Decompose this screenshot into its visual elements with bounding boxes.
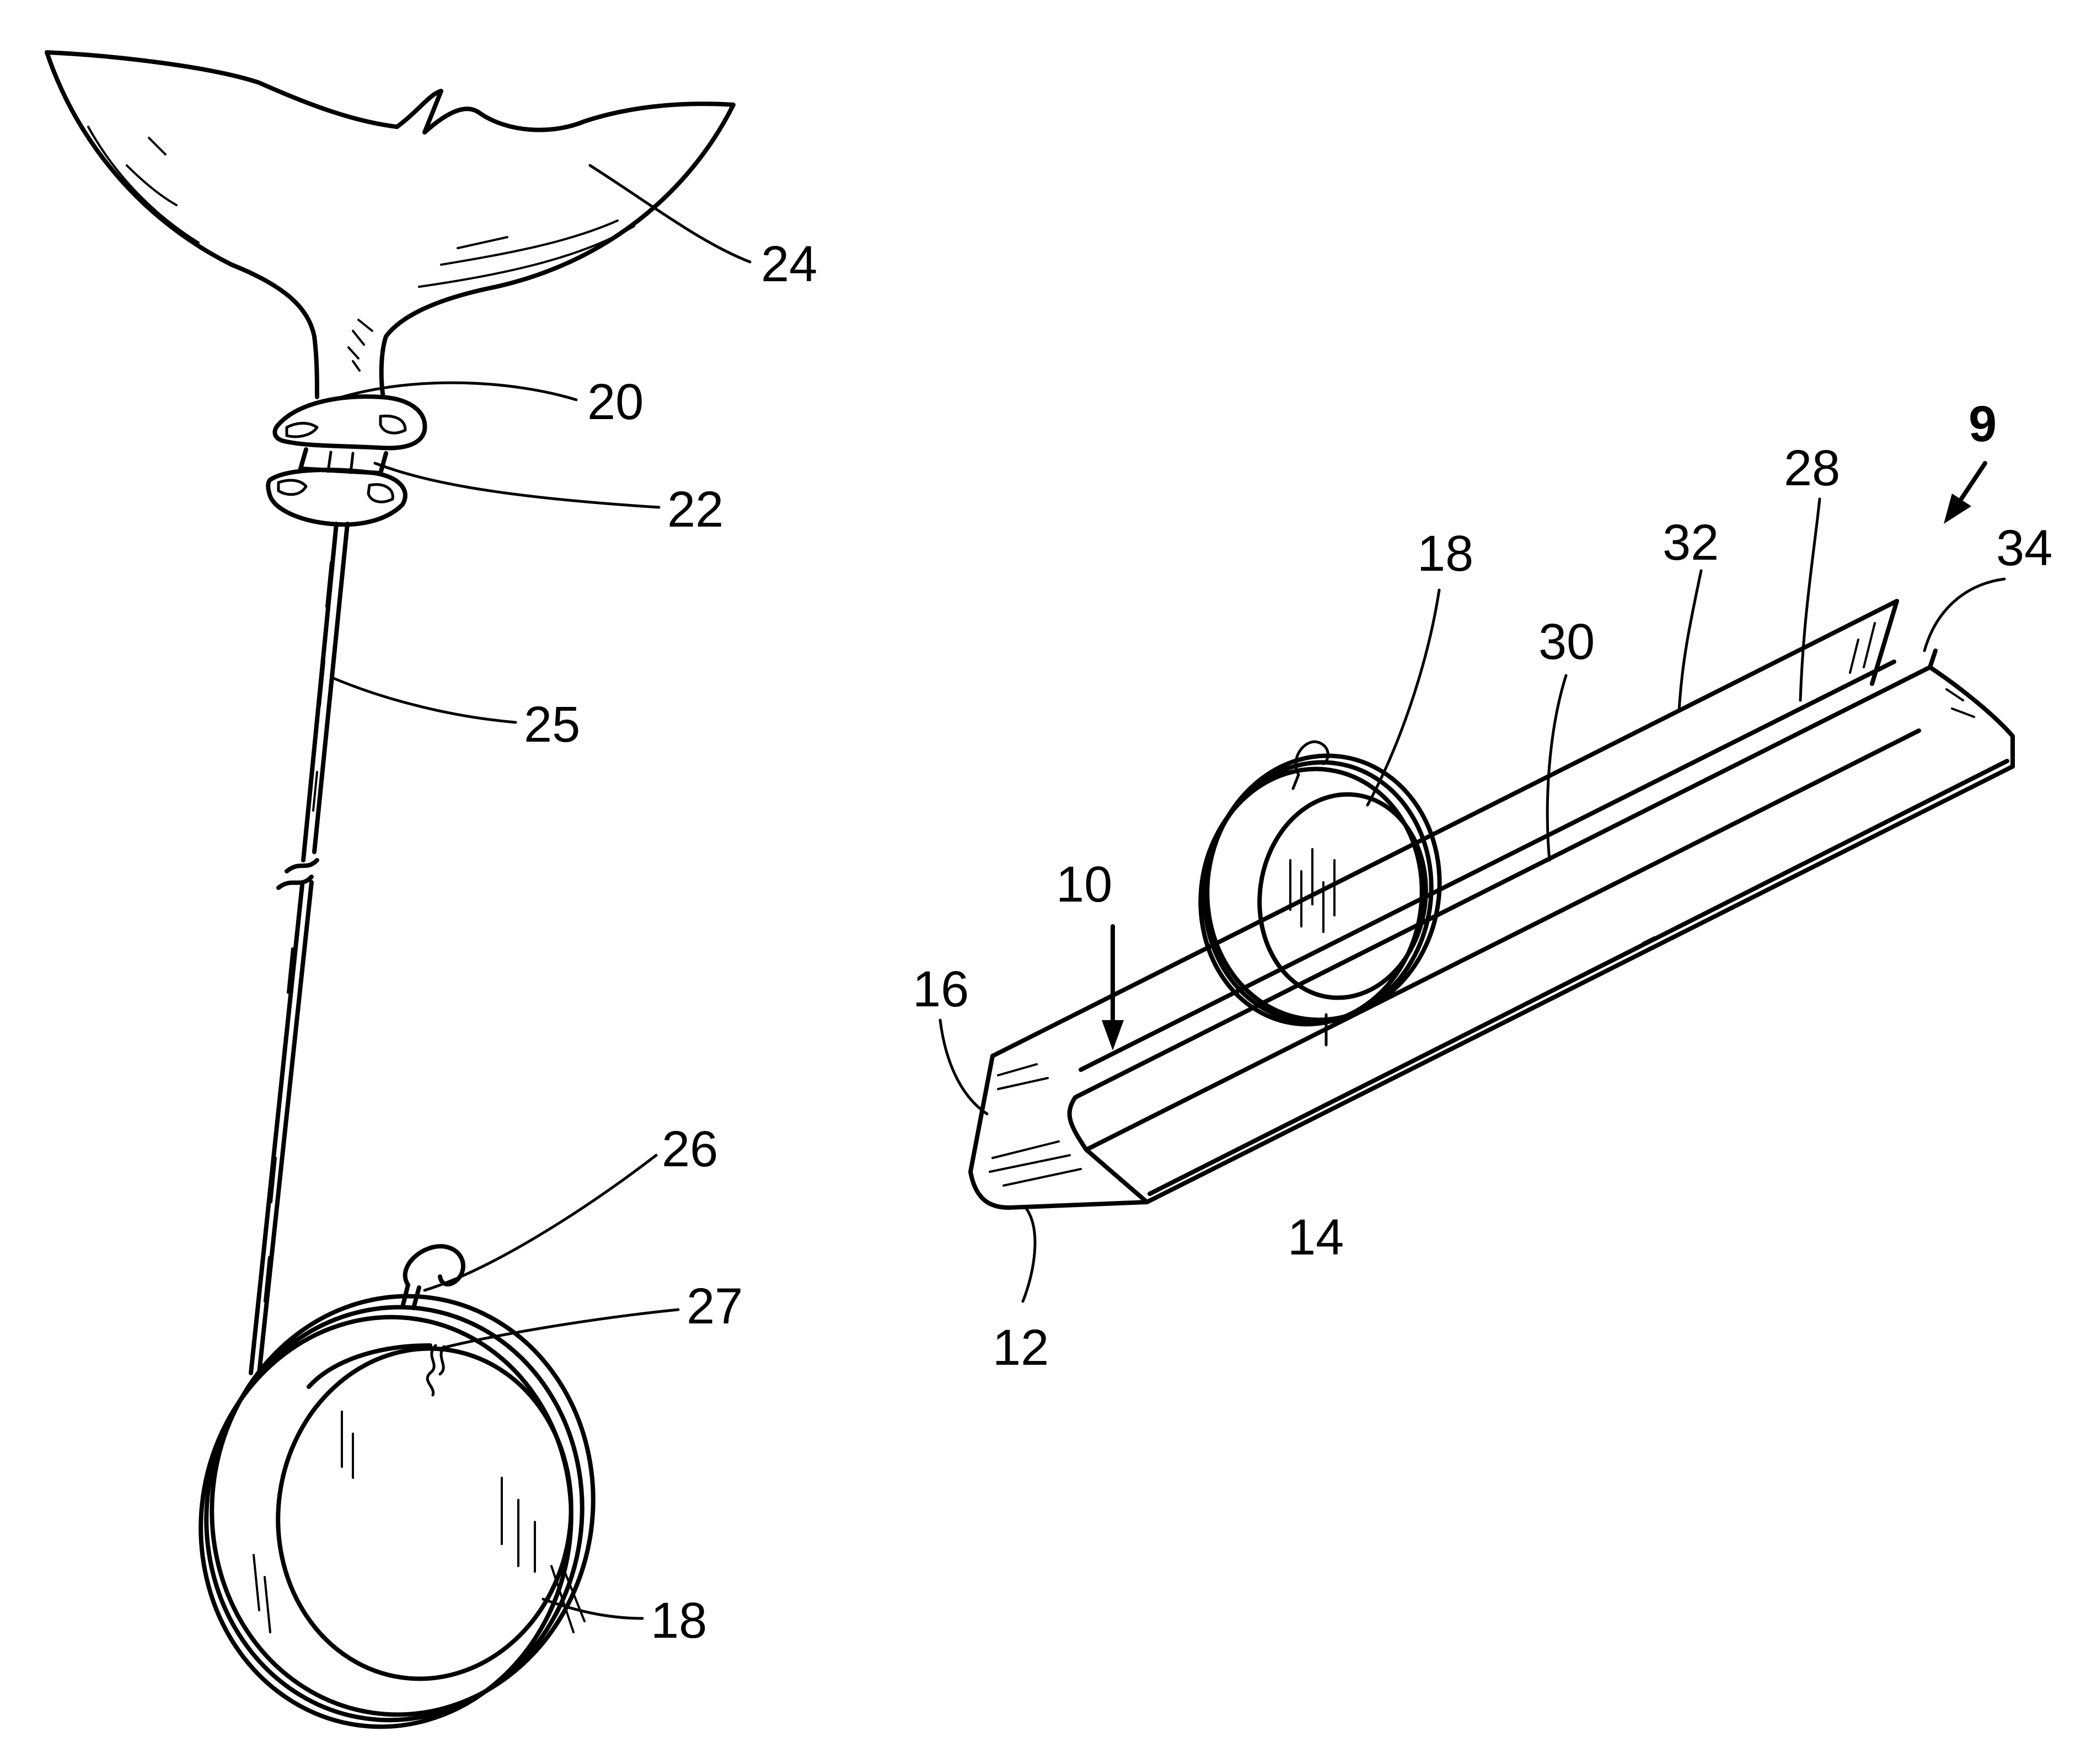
balloon-weight-figure: 24 20 22 25 26 27 18	[47, 52, 817, 1751]
leader-26	[425, 1155, 656, 1290]
ref-12: 12	[993, 1320, 1049, 1376]
ref-34: 34	[1996, 520, 2052, 576]
ref-22: 22	[667, 481, 723, 538]
ref-18-right: 18	[1417, 526, 1473, 582]
ref-20: 20	[587, 374, 644, 430]
balloon	[47, 52, 733, 397]
leader-22	[375, 463, 659, 507]
arrow-10	[1102, 926, 1124, 1050]
ref-26: 26	[662, 1121, 718, 1177]
ref-9: 9	[1969, 396, 1997, 452]
ref-30: 30	[1538, 614, 1595, 670]
leader-28	[1800, 499, 1820, 700]
leader-24	[590, 165, 750, 262]
leader-16	[940, 1020, 987, 1114]
leader-25	[334, 678, 516, 722]
channel-holder	[970, 601, 2013, 1208]
ref-14: 14	[1288, 1209, 1344, 1266]
ref-10: 10	[1056, 856, 1112, 913]
ref-27: 27	[687, 1278, 743, 1334]
leader-32	[1679, 571, 1701, 711]
holder-figure: 9 28 34 32 18 30 10 16 14 12	[913, 396, 2052, 1376]
ref-25: 25	[524, 696, 580, 753]
ref-32: 32	[1663, 514, 1719, 571]
ref-18-left: 18	[651, 1593, 707, 1649]
ref-16: 16	[913, 961, 969, 1017]
leader-34	[1924, 579, 2004, 651]
balloon-clip	[268, 396, 425, 524]
leader-12	[1023, 1208, 1035, 1301]
ribbon	[251, 524, 347, 1373]
weight-ring	[174, 1246, 620, 1751]
arrow-9	[1944, 463, 1985, 524]
ref-24: 24	[761, 236, 817, 292]
leader-18-right	[1368, 590, 1439, 805]
ref-28: 28	[1784, 440, 1840, 496]
